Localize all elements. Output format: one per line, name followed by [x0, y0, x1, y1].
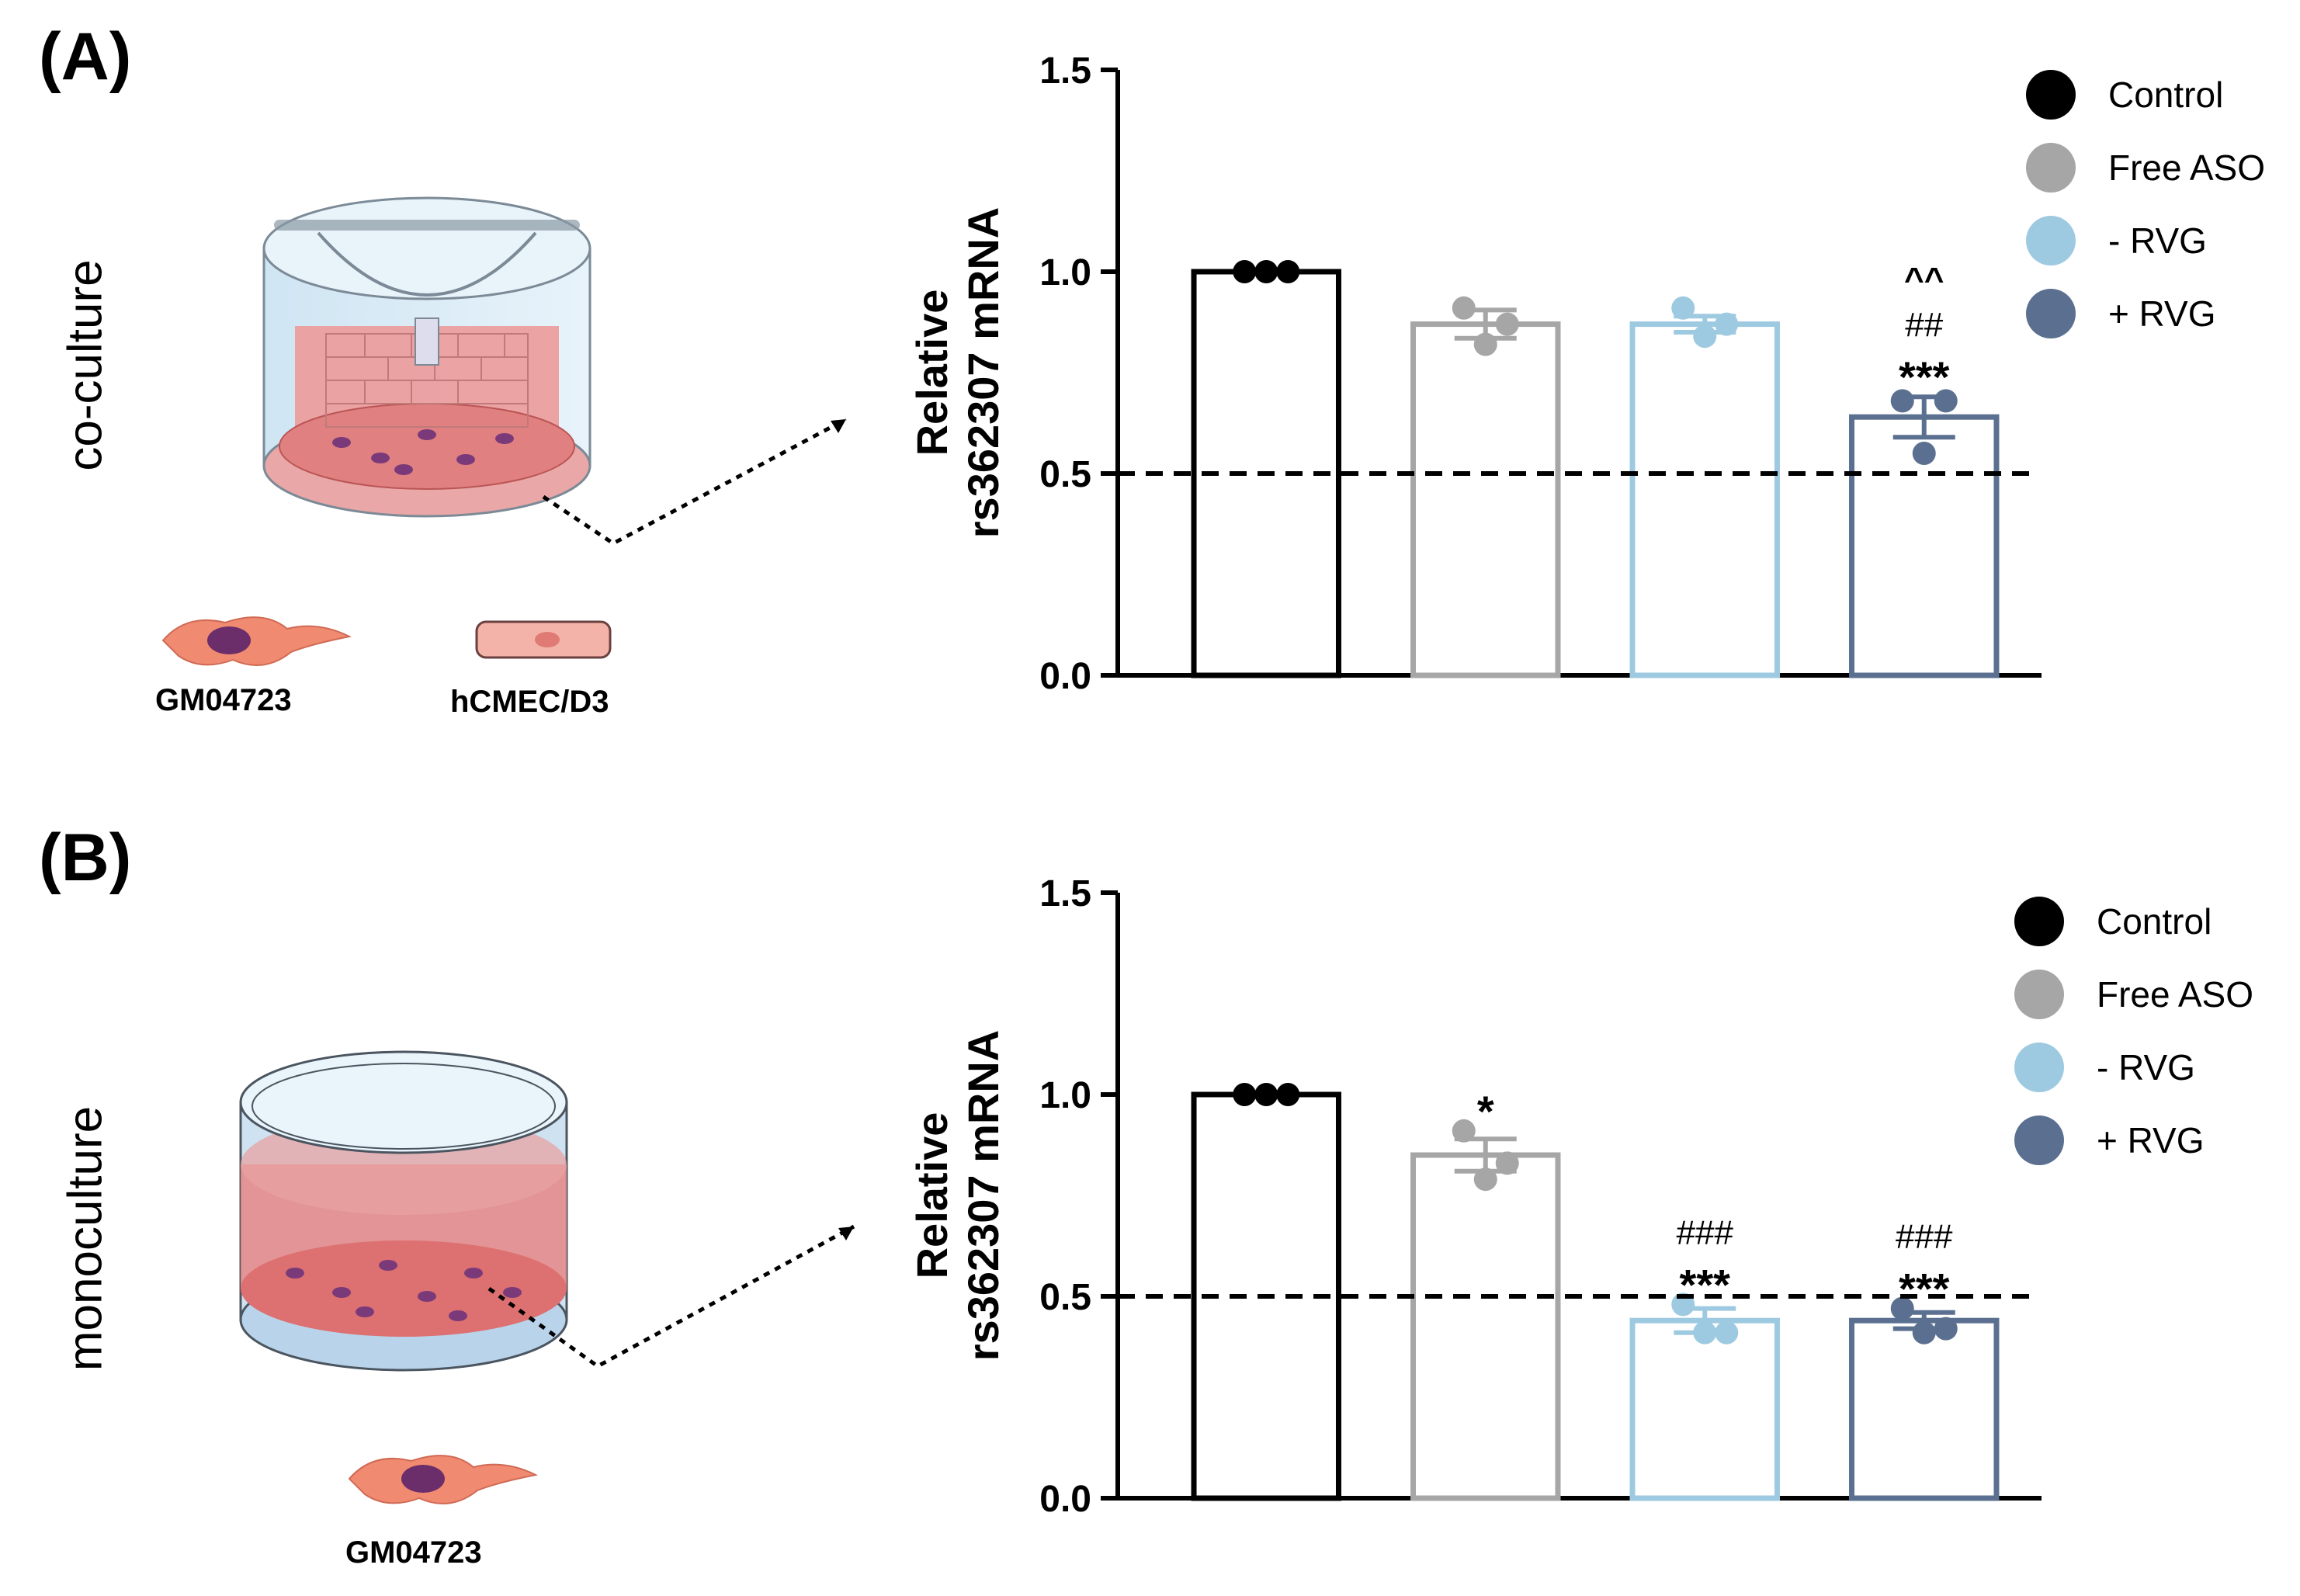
legend-item-minus-rvg: - RVG [2014, 1043, 2195, 1092]
data-point [1452, 1119, 1476, 1143]
y-tick-label: 0.0 [1039, 656, 1091, 697]
panel-label-a: (A) [39, 19, 132, 94]
culture-label-a: co-culture [58, 259, 113, 471]
y-tick-label: 0.5 [1039, 454, 1091, 495]
significance-label: * [1477, 1087, 1494, 1136]
significance-label: *** [1680, 1260, 1731, 1309]
data-point [1890, 389, 1914, 413]
legend-item-plus-rvg: + RVG [2026, 289, 2216, 338]
cell-label-gm04723-a: GM04723 [155, 683, 292, 717]
legend-label: Control [2097, 901, 2212, 942]
y-tick-label: 1.5 [1039, 873, 1091, 914]
co-culture-illustration [262, 196, 591, 518]
y-axis-label-line: rs362307 mRNA [959, 1030, 1008, 1361]
y-tick-label: 0.0 [1039, 1479, 1091, 1520]
y-axis-label-line: Relative [907, 290, 956, 456]
data-point [1473, 1168, 1497, 1192]
gm04723-cell-icon-b [348, 1455, 539, 1505]
data-point [1912, 442, 1936, 465]
legend-swatch [2026, 70, 2076, 120]
significance-label: *** [1899, 1265, 1950, 1313]
legend-item-control: Control [2026, 70, 2223, 120]
y-axis-label-line: rs362307 mRNA [959, 207, 1008, 538]
significance-label: *** [1899, 352, 1950, 401]
bar-1 [1410, 1152, 1561, 1501]
data-point [1473, 332, 1497, 356]
legend-swatch [2026, 216, 2076, 265]
legend-swatch [2014, 1043, 2064, 1092]
cell-label-hcmec: hCMEC/D3 [450, 685, 609, 719]
bar-1 [1410, 321, 1561, 678]
legend-label: + RVG [2097, 1120, 2205, 1161]
data-point [1934, 389, 1958, 413]
arrow-a [542, 417, 848, 546]
legend-item-free-aso: Free ASO [2026, 143, 2265, 193]
legend-item-control: Control [2014, 897, 2212, 946]
data-point [1233, 260, 1257, 283]
data-point [1276, 1083, 1300, 1106]
gm04723-cell-icon-a [161, 616, 352, 667]
legend-swatch [2014, 897, 2064, 946]
bar-2 [1629, 321, 1780, 678]
panel-label-b: (B) [39, 821, 132, 895]
data-point [1693, 324, 1717, 349]
data-point [1254, 260, 1278, 283]
legend-label: + RVG [2108, 293, 2216, 334]
y-tick-label: 1.0 [1039, 1075, 1091, 1116]
data-point [1912, 1320, 1936, 1344]
legend-item-plus-rvg: + RVG [2014, 1115, 2205, 1165]
culture-label-b: monoculture [58, 1105, 113, 1372]
hcmec-cell-icon [475, 620, 612, 659]
data-point [1934, 1317, 1958, 1341]
significance-label: ### [1677, 1213, 1734, 1251]
data-point [1715, 1320, 1739, 1344]
legend-swatch [2026, 289, 2076, 338]
data-point [1495, 1151, 1519, 1175]
data-point [1890, 1296, 1914, 1320]
significance-label: ### [1896, 1218, 1953, 1256]
bar-3 [1849, 1317, 2000, 1501]
data-point [1233, 1083, 1257, 1106]
legend-label: Control [2108, 75, 2224, 115]
legend-item-free-aso: Free ASO [2014, 970, 2253, 1019]
data-point [1715, 312, 1739, 336]
legend-label: Free ASO [2097, 974, 2253, 1015]
y-tick-label: 0.5 [1039, 1277, 1091, 1318]
data-point [1671, 296, 1695, 320]
data-point [1254, 1083, 1278, 1106]
significance-label: ^^ [1904, 261, 1944, 299]
legend-item-minus-rvg: - RVG [2026, 216, 2207, 265]
legend-swatch [2026, 143, 2076, 193]
data-point [1452, 296, 1476, 320]
legend-label: - RVG [2108, 220, 2207, 261]
data-point [1495, 312, 1519, 336]
arrow-b [487, 1224, 855, 1369]
legend-swatch [2014, 970, 2064, 1019]
data-point [1276, 260, 1300, 283]
legend-swatch [2014, 1115, 2064, 1165]
y-tick-label: 1.0 [1039, 252, 1091, 293]
y-tick-label: 1.5 [1039, 50, 1091, 92]
legend-label: - RVG [2097, 1047, 2195, 1088]
monoculture-illustration [239, 1050, 568, 1372]
bar-2 [1629, 1317, 1780, 1501]
cell-label-gm04723-b: GM04723 [345, 1535, 482, 1570]
significance-label: ## [1905, 306, 1943, 344]
data-point [1693, 1320, 1717, 1344]
legend-label: Free ASO [2108, 147, 2265, 188]
y-axis-label-line: Relative [907, 1112, 956, 1279]
